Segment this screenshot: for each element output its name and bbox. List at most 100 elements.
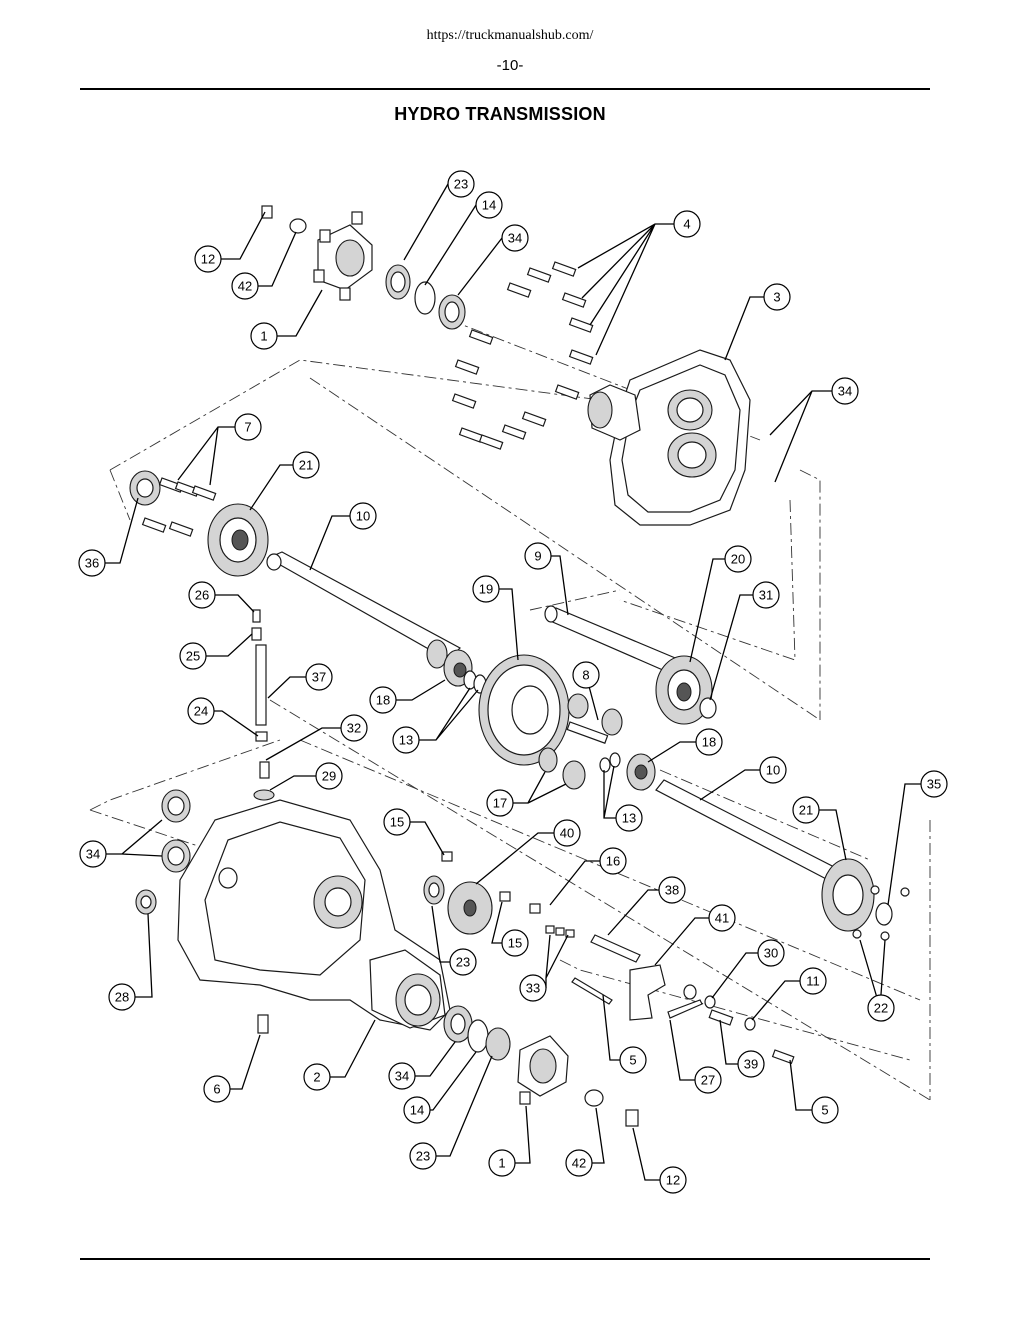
cover-bolts xyxy=(451,261,594,450)
svg-text:37: 37 xyxy=(312,670,326,685)
callout: 8 xyxy=(572,661,600,689)
callout: 1 xyxy=(250,322,278,350)
svg-text:33: 33 xyxy=(526,981,540,996)
svg-text:26: 26 xyxy=(195,588,209,603)
svg-text:34: 34 xyxy=(508,231,522,246)
callout: 41 xyxy=(708,904,736,932)
upper-axle-shaft xyxy=(266,551,487,694)
callout: 10 xyxy=(349,502,377,530)
svg-text:21: 21 xyxy=(799,803,813,818)
svg-text:10: 10 xyxy=(356,509,370,524)
svg-text:13: 13 xyxy=(399,733,413,748)
pinion-shaft xyxy=(544,605,717,725)
callout: 27 xyxy=(694,1066,722,1094)
callout: 34 xyxy=(831,377,859,405)
svg-text:13: 13 xyxy=(622,811,636,826)
callout: 33 xyxy=(519,974,547,1002)
callout: 29 xyxy=(315,762,343,790)
upper-axle-hub xyxy=(261,205,466,330)
svg-text:31: 31 xyxy=(759,588,773,603)
svg-text:34: 34 xyxy=(86,847,100,862)
svg-text:18: 18 xyxy=(702,735,716,750)
callout: 11 xyxy=(799,967,827,995)
svg-text:23: 23 xyxy=(416,1149,430,1164)
callout: 17 xyxy=(486,789,514,817)
callout: 16 xyxy=(599,847,627,875)
callout: 20 xyxy=(724,545,752,573)
svg-text:17: 17 xyxy=(493,796,507,811)
svg-text:1: 1 xyxy=(260,329,267,344)
callout: 23 xyxy=(409,1142,437,1170)
svg-text:19: 19 xyxy=(479,582,493,597)
callout: 14 xyxy=(475,191,503,219)
svg-text:32: 32 xyxy=(347,721,361,736)
callout: 30 xyxy=(757,939,785,967)
lower-axle-shaft xyxy=(655,779,910,941)
callout: 12 xyxy=(659,1166,687,1194)
svg-text:4: 4 xyxy=(683,217,690,232)
svg-text:35: 35 xyxy=(927,777,941,792)
callout: 5 xyxy=(619,1046,647,1074)
callout: 13 xyxy=(392,726,420,754)
svg-text:41: 41 xyxy=(715,911,729,926)
svg-text:38: 38 xyxy=(665,883,679,898)
callout: 14 xyxy=(403,1096,431,1124)
callout: 7 xyxy=(234,413,262,441)
differential-gear xyxy=(478,654,656,791)
svg-text:42: 42 xyxy=(238,279,252,294)
footer-rule xyxy=(80,1258,930,1260)
callout: 38 xyxy=(658,876,686,904)
source-url: https://truckmanualshub.com/ xyxy=(426,28,594,43)
svg-text:40: 40 xyxy=(560,826,574,841)
svg-text:2: 2 xyxy=(313,1070,320,1085)
svg-text:14: 14 xyxy=(482,198,496,213)
svg-text:5: 5 xyxy=(821,1103,828,1118)
pump-parts xyxy=(423,851,641,963)
brake-lever xyxy=(571,964,795,1065)
svg-text:20: 20 xyxy=(731,552,745,567)
lower-axle-hub xyxy=(443,1005,639,1127)
callout: 1 xyxy=(488,1149,516,1177)
callout: 21 xyxy=(792,796,820,824)
callout: 18 xyxy=(695,728,723,756)
callout: 35 xyxy=(920,770,948,798)
svg-text:34: 34 xyxy=(838,384,852,399)
callout: 31 xyxy=(752,581,780,609)
main-housing xyxy=(135,789,451,1034)
svg-text:8: 8 xyxy=(582,668,589,683)
callout: 36 xyxy=(78,549,106,577)
callout: 42 xyxy=(231,272,259,300)
callout: 3 xyxy=(763,283,791,311)
callout: 40 xyxy=(553,819,581,847)
leader-lines xyxy=(104,183,921,1181)
svg-text:15: 15 xyxy=(508,936,522,951)
callout-bubbles: 23 14 4 12 34 42 1 3 34 7 21 36 10 9 20 … xyxy=(78,170,948,1194)
callout: 28 xyxy=(108,983,136,1011)
svg-text:34: 34 xyxy=(395,1069,409,1084)
svg-text:36: 36 xyxy=(85,556,99,571)
svg-text:5: 5 xyxy=(629,1053,636,1068)
svg-text:7: 7 xyxy=(244,420,251,435)
svg-text:30: 30 xyxy=(764,946,778,961)
svg-text:16: 16 xyxy=(606,854,620,869)
callout: 23 xyxy=(449,948,477,976)
callout: 4 xyxy=(673,210,701,238)
svg-text:29: 29 xyxy=(322,769,336,784)
callout: 24 xyxy=(187,697,215,725)
svg-text:42: 42 xyxy=(572,1156,586,1171)
callout: 42 xyxy=(565,1149,593,1177)
callout: 2 xyxy=(303,1063,331,1091)
svg-text:39: 39 xyxy=(744,1057,758,1072)
callout: 26 xyxy=(188,581,216,609)
callout: 39 xyxy=(737,1050,765,1078)
callout: 12 xyxy=(194,245,222,273)
callout: 18 xyxy=(369,686,397,714)
callout: 37 xyxy=(305,663,333,691)
svg-text:14: 14 xyxy=(410,1103,424,1118)
svg-text:12: 12 xyxy=(201,252,215,267)
callout: 5 xyxy=(811,1096,839,1124)
page-title: HYDRO TRANSMISSION xyxy=(394,104,606,124)
callout: 34 xyxy=(388,1062,416,1090)
svg-text:23: 23 xyxy=(456,955,470,970)
